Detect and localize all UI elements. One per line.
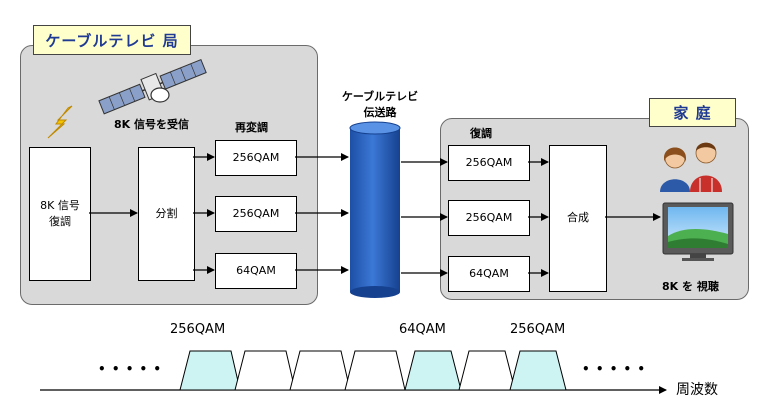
input-box-3: 64QAM (448, 256, 530, 292)
spectrum-label-2: 64QAM (399, 322, 446, 337)
family-icon (660, 142, 722, 192)
channel-1 (179, 350, 241, 391)
channel-2 (234, 350, 296, 391)
spectrum-channels (179, 350, 567, 391)
output-box-2: 256QAM (215, 196, 297, 232)
output-box-3: 64QAM (215, 253, 297, 289)
channel-7 (509, 350, 567, 391)
input-box-1: 256QAM (448, 145, 530, 181)
view-label: 8K を 視聴 (662, 280, 719, 293)
input-text-3: 64QAM (469, 266, 509, 280)
home-demod-label: 復調 (470, 127, 492, 140)
output-text-1: 256QAM (232, 150, 280, 164)
split-box: 分割 (138, 147, 195, 281)
combine-box: 合成 (549, 145, 607, 292)
demod-8k-box: 8K 信号 復調 (29, 147, 91, 281)
spectrum-label-3: 256QAM (510, 322, 566, 337)
output-text-3: 64QAM (236, 263, 276, 277)
output-text-2: 256QAM (232, 206, 280, 220)
spectrum-label-1: 256QAM (170, 322, 226, 337)
channel-3 (289, 350, 351, 391)
input-text-2: 256QAM (465, 210, 513, 224)
transmission-label-1: ケーブルテレビ (341, 90, 419, 103)
input-text-1: 256QAM (465, 155, 513, 169)
tv-icon (662, 202, 734, 261)
remod-label: 再変調 (235, 121, 268, 134)
transmission-label-2: 伝送路 (363, 106, 397, 119)
demod-8k-text: 8K 信号 復調 (40, 198, 80, 229)
transmission-cylinder (349, 121, 401, 298)
cable-station-title: ケーブルテレビ 局 (33, 25, 191, 55)
input-box-2: 256QAM (448, 200, 530, 236)
home-title: 家 庭 (649, 98, 736, 127)
receive-label: 8K 信号を受信 (114, 118, 190, 131)
channel-4 (344, 350, 406, 391)
spectrum-ellipsis-right: • • • • • (582, 362, 647, 376)
frequency-axis-label: 周波数 (676, 382, 718, 398)
combine-text: 合成 (567, 211, 589, 225)
channel-6 (458, 350, 516, 391)
output-box-1: 256QAM (215, 140, 297, 176)
lightning-icon (47, 105, 73, 139)
spectrum-ellipsis-left: • • • • • (98, 362, 163, 376)
split-text: 分割 (155, 206, 178, 220)
satellite-icon (98, 58, 207, 115)
channel-5 (404, 350, 462, 391)
